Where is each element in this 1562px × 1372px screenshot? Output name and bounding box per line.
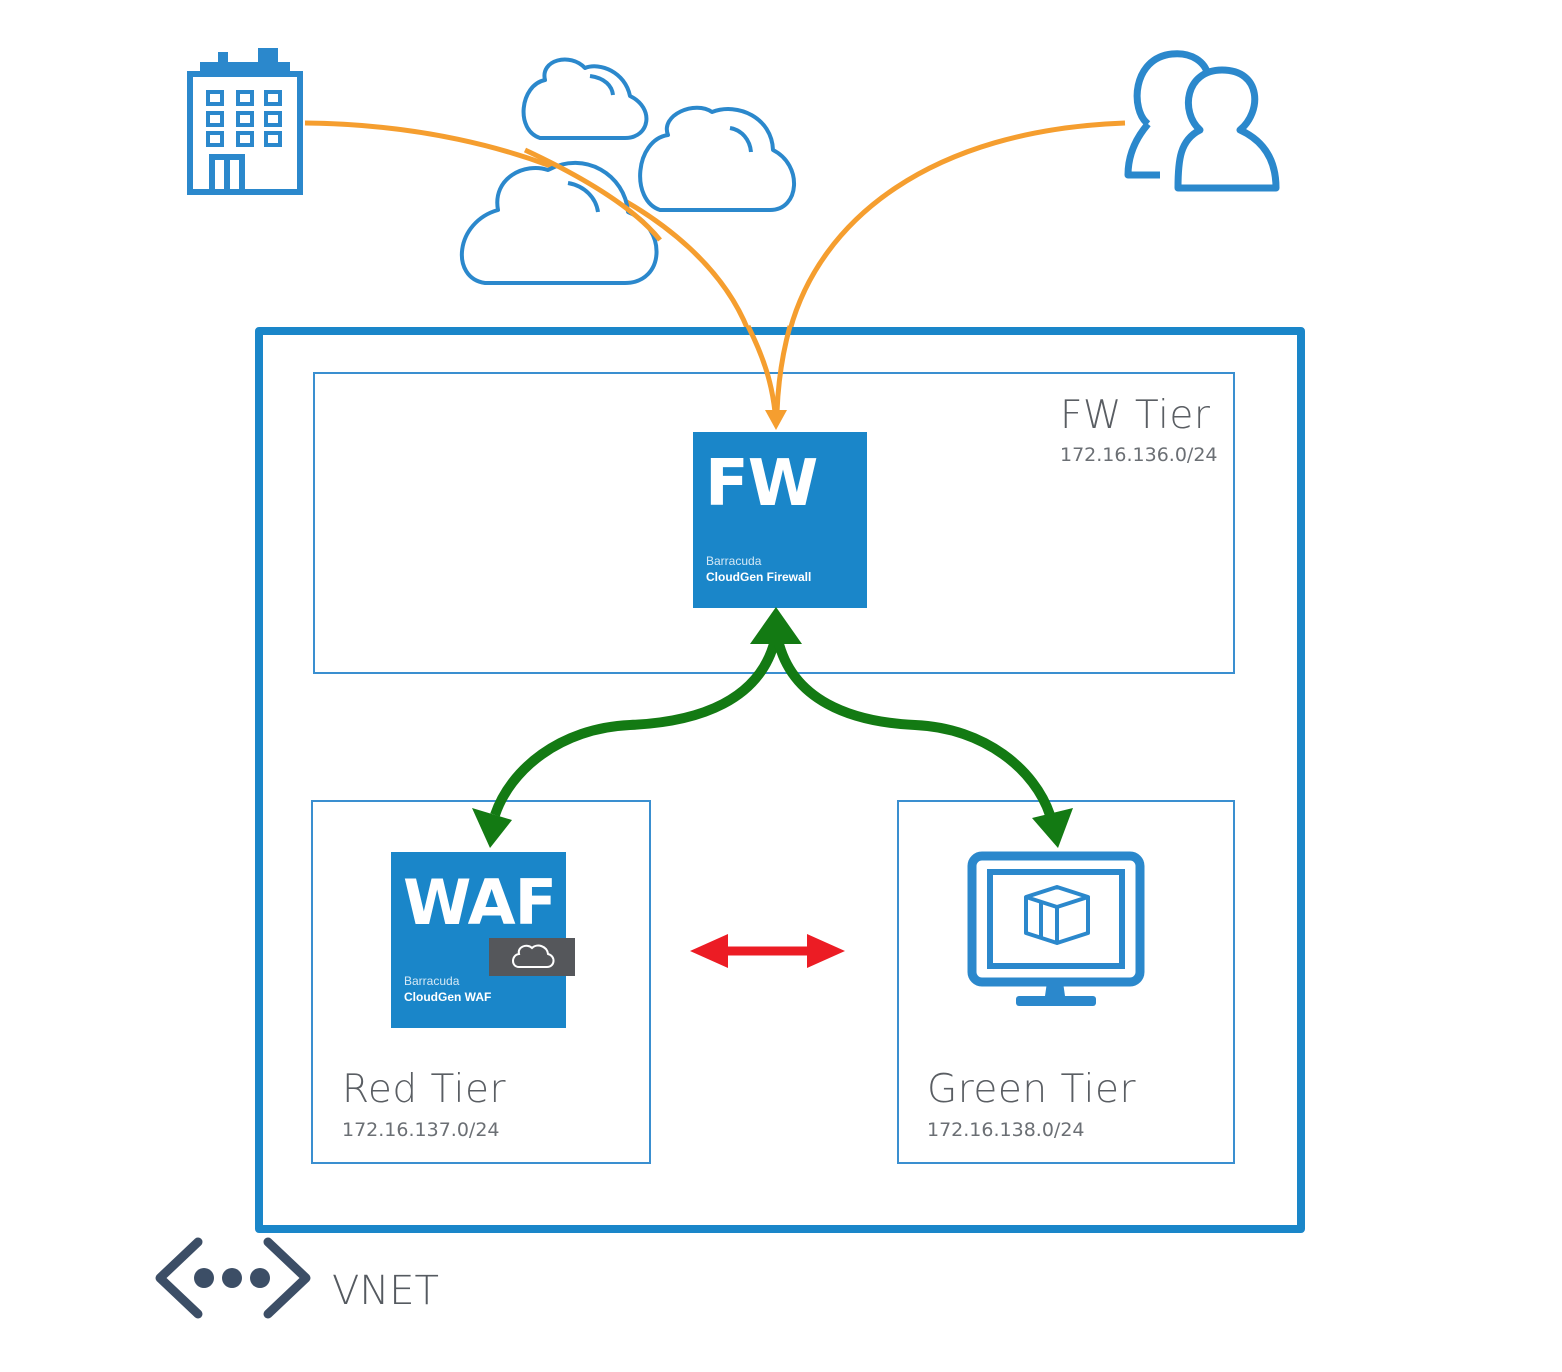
firewall-vendor: Barracuda <box>706 554 762 568</box>
arrowhead-icon <box>472 808 512 848</box>
vnet-label: VNET <box>332 1268 439 1314</box>
firewall-appliance[interactable]: FW Barracuda CloudGen Firewall <box>693 432 867 608</box>
waf-appliance[interactable]: WAF Barracuda CloudGen WAF <box>391 852 575 1028</box>
waf-cloud-badge <box>489 938 575 976</box>
waf-abbr: WAF <box>403 866 557 939</box>
firewall-abbr: FW <box>705 447 818 521</box>
firewall-product: CloudGen Firewall <box>706 570 812 584</box>
green-tier-name: Green Tier <box>927 1067 1136 1112</box>
vnet-boundary <box>255 327 1305 1233</box>
cloud-icon <box>512 944 555 968</box>
arrowhead-icon <box>1032 808 1073 848</box>
waf-product: CloudGen WAF <box>404 990 492 1004</box>
green-tier-subnet: 172.16.138.0/24 <box>927 1119 1085 1141</box>
cloud-icon <box>521 57 649 140</box>
flow-firewall-to-green-tier <box>773 638 1055 817</box>
blocked-flow-red-green <box>690 934 845 968</box>
arrowhead-icon <box>750 607 802 644</box>
red-tier-subnet: 172.16.137.0/24 <box>342 1119 500 1141</box>
waf-vendor: Barracuda <box>404 974 460 988</box>
arrowhead-icon <box>765 410 787 430</box>
red-tier-name: Red Tier <box>342 1067 506 1112</box>
fw-tier-subnet: 172.16.136.0/24 <box>1060 444 1218 466</box>
cloud-icon <box>638 105 797 212</box>
flow-users-to-firewall <box>787 120 1126 331</box>
fw-tier-name: FW Tier <box>1060 393 1211 438</box>
flow-firewall-to-red-tier <box>490 638 780 817</box>
